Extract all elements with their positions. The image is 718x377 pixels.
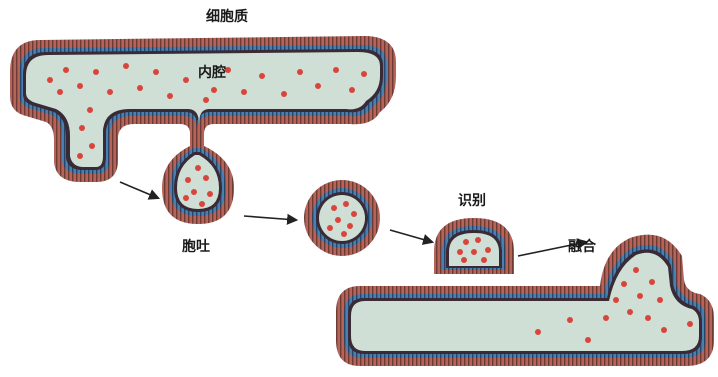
arrow-to-docking — [390, 230, 432, 242]
label-recognition: 识别 — [458, 190, 486, 210]
docking-vesicle — [434, 218, 514, 274]
arrow-to-free-vesicle — [244, 216, 296, 220]
label-fusion: 融合 — [568, 236, 596, 256]
budding-vesicle — [162, 140, 234, 224]
bottom-organelle-lumen — [351, 253, 699, 351]
label-lumen: 内腔 — [198, 62, 226, 82]
arrow-to-vesicle — [120, 182, 158, 198]
label-exocytosis: 胞吐 — [182, 236, 210, 256]
label-cytoplasm: 细胞质 — [206, 6, 248, 26]
free-vesicle — [304, 180, 380, 256]
